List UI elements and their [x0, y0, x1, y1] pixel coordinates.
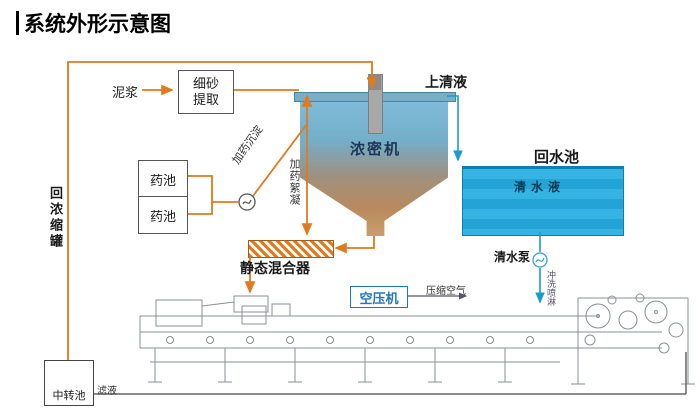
return-pool-label: 回水池 [534, 149, 580, 166]
thickener-motor [368, 74, 381, 90]
dosing-flocculation-label: 加药絮凝 [288, 158, 300, 206]
transfer-pool-label: 中转池 [52, 390, 86, 402]
clear-water-pump-icon [532, 252, 548, 268]
filtrate-label: 滤液 [97, 386, 117, 397]
sand-extraction-box: 细砂提取 [178, 70, 234, 114]
chemical-pool-1-label: 药池 [149, 172, 176, 188]
title-text: 系统外形示意图 [24, 13, 171, 36]
belt-filter-press-drawing [139, 293, 695, 385]
compressed-air-label: 压缩空气 [426, 286, 466, 297]
clear-water-pump-label: 清水泵 [494, 250, 531, 264]
title-accent-bar [16, 11, 19, 35]
sand-extraction-label: 细砂提取 [192, 75, 219, 107]
chemical-pump-icon [238, 193, 256, 211]
static-mixer-body [248, 240, 334, 258]
page-title: 系统外形示意图 [16, 8, 171, 38]
return-to-thickener-label: 回浓缩罐 [48, 186, 63, 250]
chemical-pool-2-label: 药池 [149, 208, 176, 224]
chemical-pool-1-box: 药池 [138, 160, 188, 198]
filtrate-channel-line [92, 352, 687, 395]
clear-water-label: 清水液 [514, 180, 566, 194]
return-water-pool [462, 166, 624, 236]
mud-label: 泥浆 [112, 85, 139, 100]
air-compressor-label: 空压机 [359, 290, 399, 306]
static-mixer-label: 静态混合器 [240, 260, 310, 276]
chemical-pool-2-box: 药池 [138, 196, 188, 234]
dosing-sediment-label: 加药沉淀 [230, 123, 266, 167]
thickener-label: 浓密机 [350, 141, 402, 158]
transfer-pool-box: 中转池 [44, 360, 94, 406]
supernatant-label: 上清液 [425, 74, 467, 90]
air-compressor-box: 空压机 [350, 286, 408, 308]
flush-spray-label: 冲洗喷淋 [546, 270, 556, 306]
